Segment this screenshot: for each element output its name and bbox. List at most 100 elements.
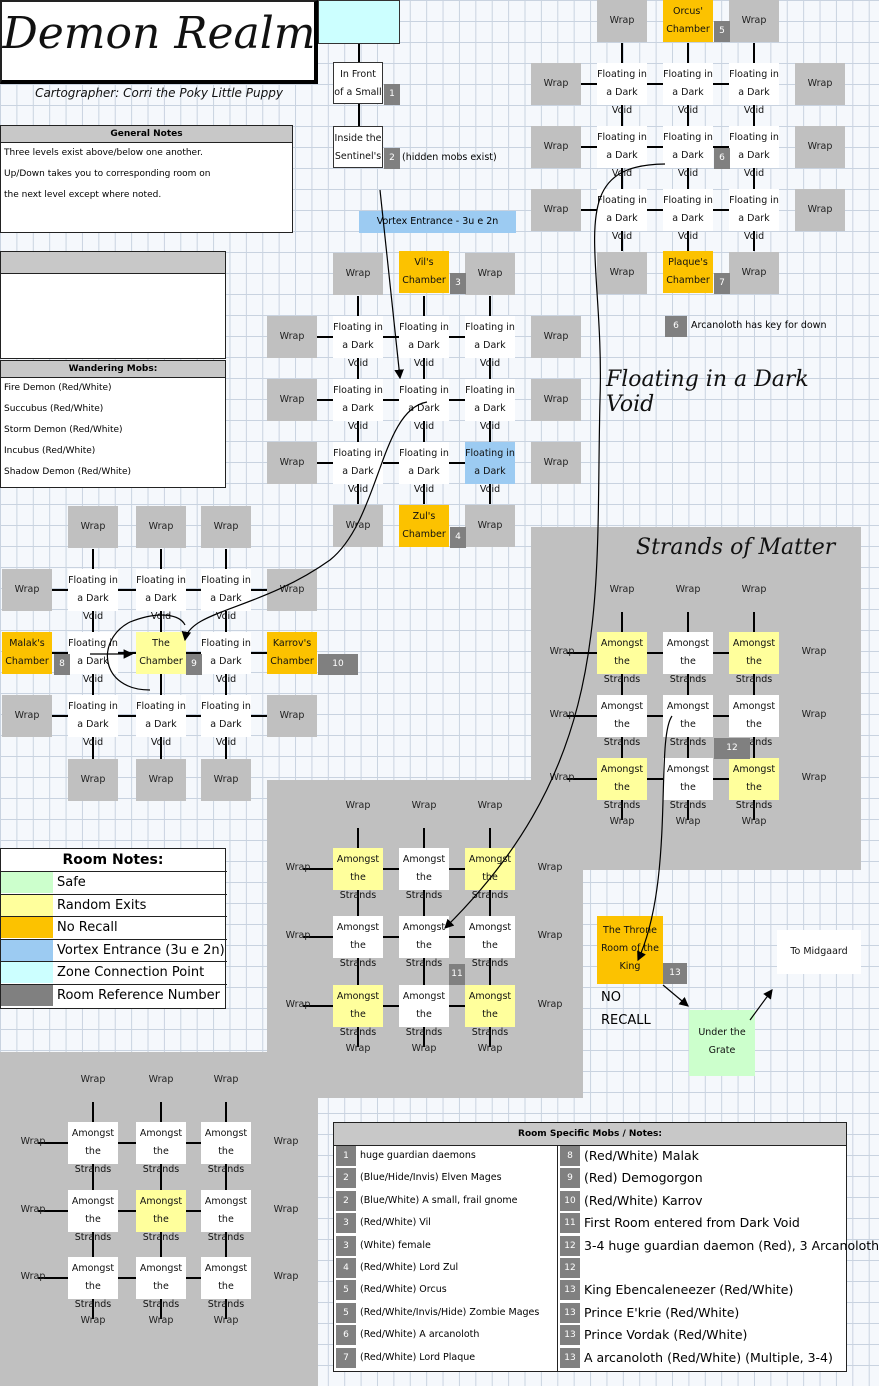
room[interactable]: Amongst the Strands bbox=[465, 985, 515, 1038]
room[interactable]: Floating in a Dark Void bbox=[333, 442, 383, 495]
wrap-room[interactable]: Wrap bbox=[597, 0, 647, 42]
vils-chamber[interactable]: Vil's Chamber bbox=[399, 251, 449, 293]
wrap-room[interactable]: Wrap bbox=[136, 759, 186, 801]
wrap-room[interactable]: Wrap bbox=[267, 379, 317, 421]
room[interactable]: Amongst the Strands bbox=[68, 1190, 118, 1243]
plaques-chamber[interactable]: Plaque's Chamber bbox=[663, 251, 713, 293]
room[interactable]: Floating in a Dark Void bbox=[729, 126, 779, 179]
room[interactable]: Amongst the Strands bbox=[729, 758, 779, 811]
the-chamber[interactable]: The Chamber bbox=[136, 632, 186, 674]
room[interactable]: Amongst the Strands bbox=[399, 916, 449, 969]
room[interactable]: Floating in a Dark Void bbox=[68, 632, 118, 685]
room[interactable]: Amongst the Strands bbox=[201, 1190, 251, 1243]
wrap-room[interactable]: Wrap bbox=[201, 759, 251, 801]
room[interactable]: Amongst the Strands bbox=[68, 1122, 118, 1175]
room[interactable]: Floating in a Dark Void bbox=[663, 63, 713, 116]
room-sentinel[interactable]: Inside the Sentinel's bbox=[333, 126, 383, 168]
room[interactable]: Floating in a Dark Void bbox=[68, 569, 118, 622]
room[interactable]: Floating in a Dark Void bbox=[729, 63, 779, 116]
room[interactable]: Floating in a Dark Void bbox=[597, 126, 647, 179]
wrap-room[interactable]: Wrap bbox=[136, 506, 186, 548]
wrap-room[interactable]: Wrap bbox=[795, 189, 845, 231]
wrap-room[interactable]: Wrap bbox=[333, 253, 383, 295]
room[interactable]: Amongst the Strands bbox=[399, 985, 449, 1038]
wrap-room[interactable]: Wrap bbox=[267, 316, 317, 358]
to-midgaard[interactable]: To Midgaard bbox=[777, 930, 861, 974]
room[interactable]: Amongst the Strands bbox=[465, 916, 515, 969]
room[interactable]: Floating in a Dark Void bbox=[136, 695, 186, 748]
wrap-room[interactable]: Wrap bbox=[729, 0, 779, 42]
room[interactable]: Floating in a Dark Void bbox=[333, 379, 383, 432]
room[interactable]: Amongst the Strands bbox=[597, 758, 647, 811]
room[interactable]: Floating in a Dark Void bbox=[136, 569, 186, 622]
room[interactable]: Amongst the Strands bbox=[136, 1190, 186, 1243]
wrap-room[interactable]: Wrap bbox=[267, 442, 317, 484]
room[interactable]: Amongst the Strands bbox=[201, 1257, 251, 1310]
room[interactable]: Amongst the Strands bbox=[333, 848, 383, 901]
room[interactable]: Floating in a Dark Void bbox=[399, 316, 449, 369]
wrap-room[interactable]: Wrap bbox=[531, 63, 581, 105]
room[interactable]: Amongst the Strands bbox=[399, 848, 449, 901]
wrap-room[interactable]: Wrap bbox=[68, 759, 118, 801]
wrap-room[interactable]: Wrap bbox=[333, 505, 383, 547]
wrap-room[interactable]: Wrap bbox=[2, 695, 52, 737]
zuls-chamber[interactable]: Zul's Chamber bbox=[399, 505, 449, 547]
wrap-label: Wrap bbox=[148, 1074, 174, 1085]
room[interactable]: Floating in a Dark Void bbox=[399, 379, 449, 432]
room[interactable]: Amongst the Strands bbox=[663, 632, 713, 685]
room[interactable]: Floating in a Dark Void bbox=[597, 189, 647, 242]
room[interactable]: Floating in a Dark Void bbox=[201, 695, 251, 748]
room[interactable]: Amongst the Strands bbox=[597, 695, 647, 748]
room[interactable]: Amongst the Strands bbox=[597, 632, 647, 685]
zone-connection-room[interactable] bbox=[318, 0, 400, 44]
wrap-room[interactable]: Wrap bbox=[267, 695, 317, 737]
room[interactable]: Floating in a Dark Void bbox=[465, 316, 515, 369]
room[interactable]: Floating in a Dark Void bbox=[201, 632, 251, 685]
room[interactable]: Amongst the Strands bbox=[333, 916, 383, 969]
room[interactable]: Floating in a Dark Void bbox=[465, 379, 515, 432]
room[interactable]: Amongst the Strands bbox=[68, 1257, 118, 1310]
wrap-room[interactable]: Wrap bbox=[795, 126, 845, 168]
wrap-room[interactable]: Wrap bbox=[729, 252, 779, 294]
room[interactable]: Floating in a Dark Void bbox=[663, 126, 713, 179]
wrap-room[interactable]: Wrap bbox=[531, 442, 581, 484]
wrap-room[interactable]: Wrap bbox=[795, 63, 845, 105]
wrap-room[interactable]: Wrap bbox=[531, 379, 581, 421]
wrap-room[interactable]: Wrap bbox=[267, 569, 317, 611]
room[interactable]: Amongst the Strands bbox=[136, 1257, 186, 1310]
room-specific-row: 6(Red/White) A arcanoloth bbox=[334, 1324, 558, 1346]
throne-room[interactable]: The Throne Room of the King bbox=[597, 916, 663, 984]
wrap-room[interactable]: Wrap bbox=[531, 126, 581, 168]
room[interactable]: Floating in a Dark Void bbox=[68, 695, 118, 748]
room-in-front[interactable]: In Front of a Small bbox=[333, 62, 383, 104]
legend-row: No Recall bbox=[1, 916, 227, 939]
room[interactable]: Floating in a Dark Void bbox=[333, 316, 383, 369]
room[interactable]: Floating in a Dark Void bbox=[663, 189, 713, 242]
room[interactable]: Amongst the Strands bbox=[136, 1122, 186, 1175]
karrovs-chamber[interactable]: Karrov's Chamber bbox=[267, 632, 317, 674]
wrap-room[interactable]: Wrap bbox=[465, 505, 515, 547]
wrap-room[interactable]: Wrap bbox=[68, 506, 118, 548]
wrap-room[interactable]: Wrap bbox=[531, 316, 581, 358]
orcus-chamber[interactable]: Orcus' Chamber bbox=[663, 0, 713, 42]
room-label: Floating in a Dark Void bbox=[201, 638, 251, 685]
room[interactable]: Floating in a Dark Void bbox=[729, 189, 779, 242]
room[interactable]: Amongst the Strands bbox=[729, 632, 779, 685]
room[interactable]: Floating in a Dark Void bbox=[465, 442, 515, 495]
room[interactable]: Amongst the Strands bbox=[333, 985, 383, 1038]
room-ref-number: 2 bbox=[336, 1190, 356, 1211]
wrap-room[interactable]: Wrap bbox=[597, 252, 647, 294]
wrap-room[interactable]: Wrap bbox=[201, 506, 251, 548]
wrap-room[interactable]: Wrap bbox=[465, 253, 515, 295]
wrap-room[interactable]: Wrap bbox=[2, 569, 52, 611]
room[interactable]: Amongst the Strands bbox=[729, 695, 779, 748]
room[interactable]: Floating in a Dark Void bbox=[597, 63, 647, 116]
under-the-grate[interactable]: Under the Grate bbox=[689, 1010, 755, 1076]
malaks-chamber[interactable]: Malak's Chamber bbox=[2, 632, 52, 674]
room[interactable]: Amongst the Strands bbox=[201, 1122, 251, 1175]
room-label: Floating in a Dark Void bbox=[465, 322, 515, 369]
room[interactable]: Floating in a Dark Void bbox=[201, 569, 251, 622]
room[interactable]: Floating in a Dark Void bbox=[399, 442, 449, 495]
room[interactable]: Amongst the Strands bbox=[663, 758, 713, 811]
wrap-room[interactable]: Wrap bbox=[531, 189, 581, 231]
